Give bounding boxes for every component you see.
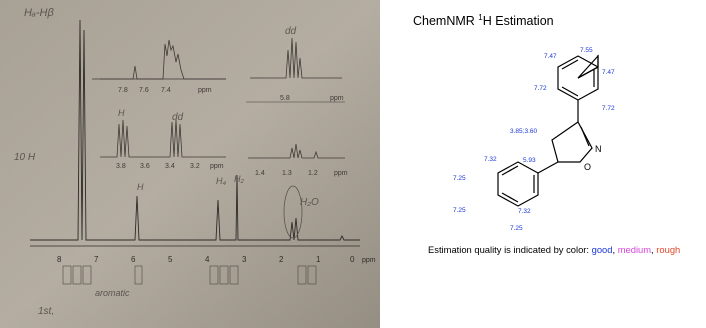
- inset-ch2-tick-2: 3.6: [140, 163, 150, 170]
- inset-methine-unit: ppm: [330, 95, 344, 102]
- inset-aromatic-unit: ppm: [198, 87, 212, 94]
- handwriting-inset-top-right: dd: [285, 26, 297, 37]
- molecule-bonds: [497, 54, 599, 207]
- inset-aromatic-tick-1: 7.8: [118, 87, 128, 94]
- shift-top-ortho-left: 7.72: [534, 85, 547, 92]
- shift-bottom-ortho-top: 7.32: [484, 156, 497, 163]
- inset-ch2-tick-3: 3.4: [165, 163, 175, 170]
- inset-aromatic-tick-3: 7.4: [161, 87, 171, 94]
- main-spectrum: H H₄ H₂ H₂O: [30, 19, 360, 241]
- legend-medium: medium: [617, 244, 652, 255]
- legend-good: good: [591, 244, 613, 255]
- axis-tick-1: 1: [316, 255, 321, 264]
- handwriting-peak-3: H₂: [234, 174, 244, 184]
- legend-sep-1: ,: [612, 244, 618, 255]
- inset-ch2-tick-1: 3.8: [116, 163, 126, 170]
- estimation-title: ChemNMR 1H Estimation: [413, 13, 554, 28]
- inset-aliphatic: 1.4 1.3 1.2 ppm: [248, 143, 348, 177]
- title-suffix: H Estimation: [482, 14, 554, 29]
- quality-legend: Estimation quality is indicated by color…: [428, 244, 680, 255]
- atom-oxygen: O: [584, 162, 591, 172]
- legend-prefix: Estimation quality is indicated by color…: [428, 244, 592, 255]
- main-axis: 8 7 6 5 4 3 2 1 0 ppm: [30, 245, 376, 264]
- inset-ch2-tick-4: 3.2: [190, 163, 200, 170]
- handwriting-inset-mid-left: H: [118, 108, 125, 118]
- shift-top-meta-right: 7.47: [602, 69, 615, 76]
- water-peak-circle: [283, 185, 303, 239]
- nmr-spectrum-photo: Hₐ-Hβ 10 H 7.8 7.6 7.4 ppm dd 5.8 ppm H …: [0, 0, 380, 328]
- axis-tick-6: 6: [131, 255, 136, 264]
- axis-tick-3: 3: [242, 255, 247, 264]
- axis-tick-7: 7: [94, 255, 99, 264]
- title-prefix: ChemNMR: [413, 14, 479, 29]
- handwriting-aromatic: aromatic: [95, 288, 130, 298]
- inset-aromatic: 7.8 7.6 7.4 ppm: [92, 39, 226, 94]
- inset-aromatic-tick-2: 7.6: [139, 87, 149, 94]
- inset-aliphatic-tick-1: 1.4: [255, 170, 265, 177]
- shift-top-meta-left: 7.47: [544, 53, 557, 60]
- integration-boxes: [62, 265, 317, 285]
- shift-ch2: 3.85;3.60: [510, 128, 537, 135]
- inset-aliphatic-tick-3: 1.2: [308, 170, 318, 177]
- inset-methine-tick: 5.8: [280, 95, 290, 102]
- axis-tick-4: 4: [205, 255, 210, 264]
- legend-sep-2: ,: [651, 244, 657, 255]
- shift-bottom-para: 7.25: [453, 207, 466, 214]
- inset-ch2: H dd 3.8 3.6 3.4 3.2 ppm: [100, 108, 226, 170]
- shift-top-ortho-right: 7.72: [602, 105, 615, 112]
- handwriting-peak-2: H₄: [216, 176, 226, 186]
- title-superscript: 1: [478, 13, 483, 22]
- shift-ch: 5.93: [523, 157, 536, 164]
- molecule-structure: N O 7.55 7.47 7.47 7.72 7.72 3.85;3.60 5…: [453, 47, 615, 232]
- paper-background: [0, 0, 380, 328]
- handwriting-inset-mid-right: dd: [172, 112, 184, 123]
- handwriting-10h: 10 H: [14, 152, 36, 163]
- axis-tick-0: 0: [350, 255, 355, 264]
- shift-bottom-meta-bottom: 7.25: [510, 225, 523, 232]
- handwriting-peak-1: H: [137, 182, 144, 192]
- handwriting-top-left: Hₐ-Hβ: [24, 7, 54, 19]
- handwriting-bottom: 1st,: [38, 306, 54, 317]
- inset-aliphatic-unit: ppm: [334, 170, 348, 177]
- shift-labels: 7.55 7.47 7.47 7.72 7.72 3.85;3.60 5.93 …: [453, 47, 615, 232]
- estimation-panel: ChemNMR 1H Estimation N O 7.55 7.4: [380, 0, 706, 328]
- axis-tick-2: 2: [279, 255, 284, 264]
- axis-tick-5: 5: [168, 255, 173, 264]
- shift-bottom-ortho-right: 7.32: [518, 208, 531, 215]
- handwriting-water: H₂O: [300, 197, 319, 208]
- axis-tick-8: 8: [57, 255, 62, 264]
- inset-ch2-unit: ppm: [210, 163, 224, 170]
- shift-top-para: 7.55: [580, 47, 593, 54]
- inset-aliphatic-tick-2: 1.3: [282, 170, 292, 177]
- atom-nitrogen: N: [595, 144, 602, 154]
- axis-unit: ppm: [362, 257, 376, 264]
- legend-rough: rough: [656, 244, 681, 255]
- shift-bottom-meta-left-top: 7.25: [453, 175, 466, 182]
- inset-methine: dd 5.8 ppm: [246, 26, 345, 103]
